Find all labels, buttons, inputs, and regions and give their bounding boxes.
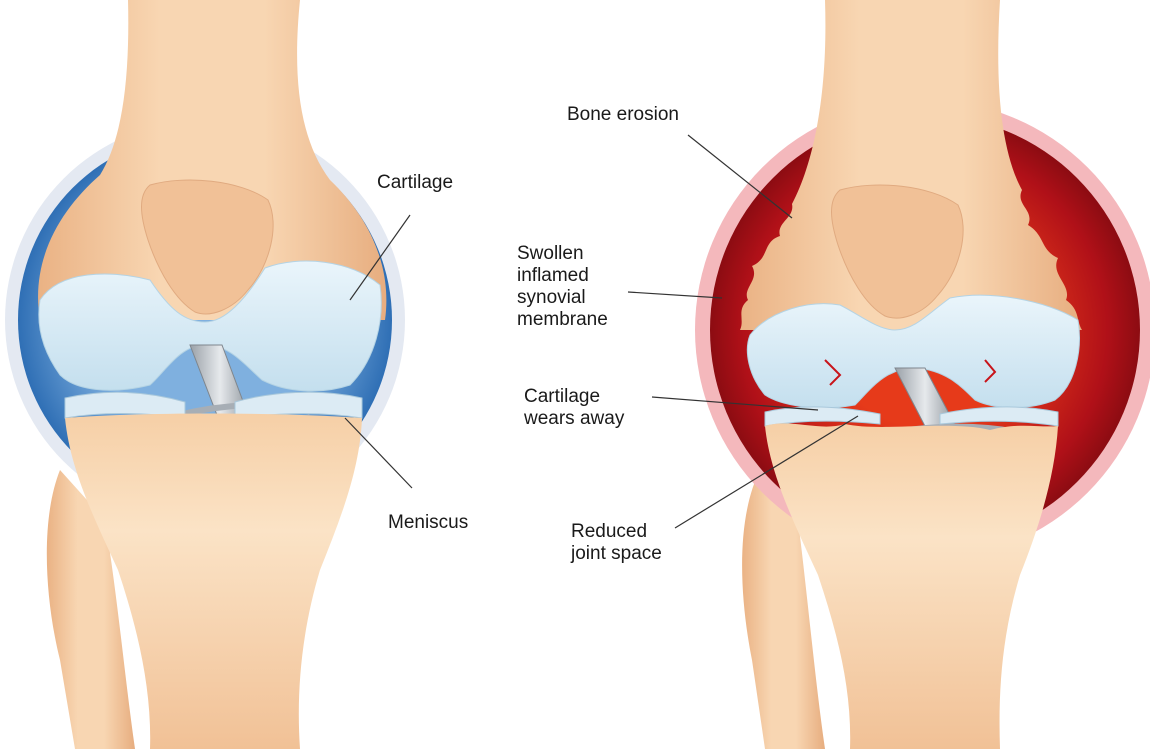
joint-space-label: Reduced joint space <box>571 521 662 565</box>
arthritic-knee <box>628 0 1150 749</box>
healthy-knee <box>5 0 412 749</box>
meniscus-label: Meniscus <box>388 512 468 534</box>
cartilage-wear-label: Cartilage wears away <box>524 386 624 430</box>
synovial-membrane-label: Swollen inflamed synovial membrane <box>517 243 608 331</box>
bone-erosion-label: Bone erosion <box>567 104 679 126</box>
cartilage-label: Cartilage <box>377 172 453 194</box>
